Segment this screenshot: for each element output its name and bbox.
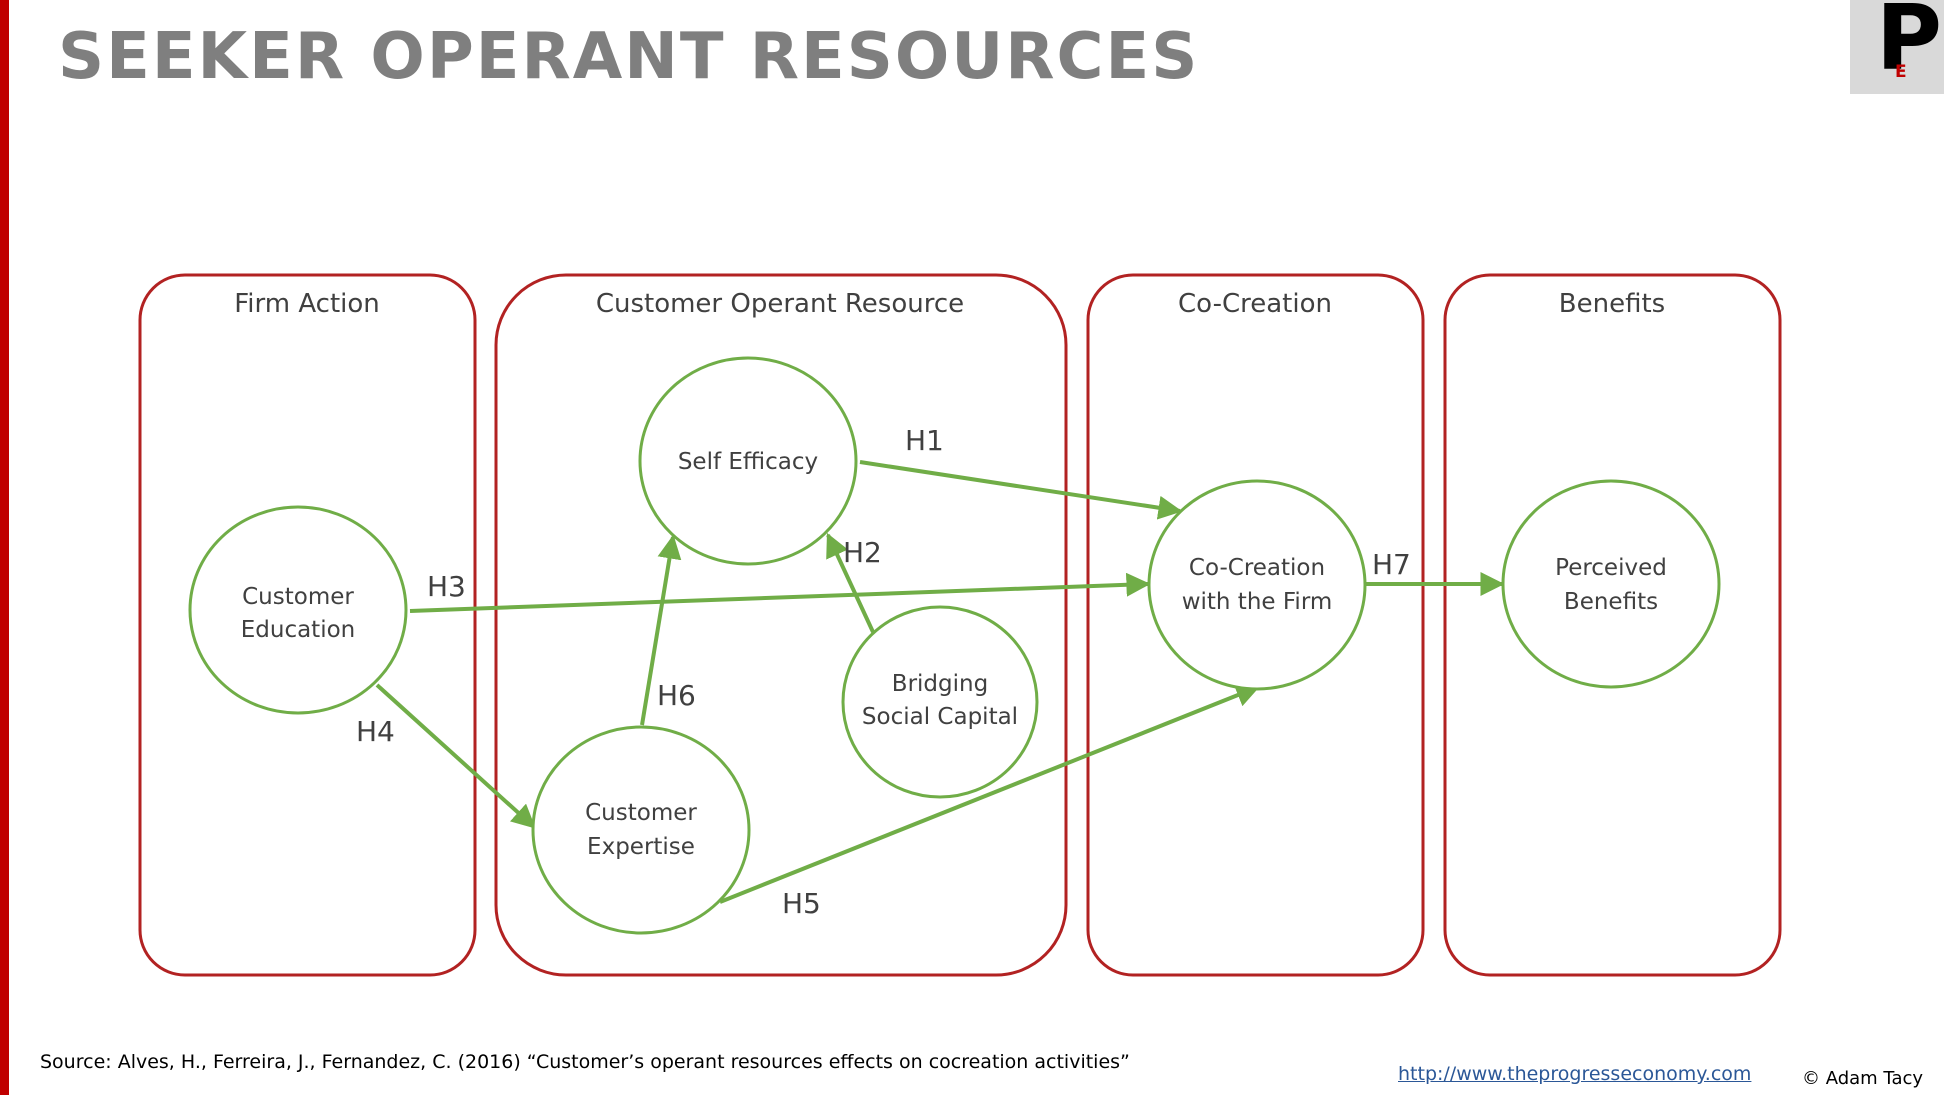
node-bridging-social-capital: Bridging Social Capital	[841, 605, 1039, 799]
group-title: Co-Creation	[1178, 289, 1332, 319]
node-label: Customer	[585, 800, 697, 826]
accent-bar	[0, 0, 9, 1095]
arrow-h4	[375, 683, 536, 829]
node-label: Bridging	[892, 671, 988, 697]
hypothesis-label-h7: H7	[1372, 548, 1411, 581]
hypothesis-label-h4: H4	[356, 715, 395, 748]
copyright-notice: © Adam Tacy	[1802, 1068, 1924, 1089]
node-label: Customer	[242, 584, 354, 610]
source-citation: Source: Alves, H., Ferreira, J., Fernand…	[40, 1051, 1130, 1073]
arrows	[375, 460, 1505, 904]
logo[interactable]: P E	[1850, 0, 1944, 94]
node-label: Self Efficacy	[678, 449, 818, 475]
website-link[interactable]: http://www.theprogresseconomy.com	[1398, 1063, 1752, 1085]
node-label: Co-Creation	[1189, 555, 1325, 581]
node-customer-expertise: Customer Expertise	[531, 725, 751, 935]
logo-letter: P	[1876, 0, 1942, 91]
node-perceived-benefits: Perceived Benefits	[1501, 479, 1721, 689]
hypothesis-label-h5: H5	[782, 887, 821, 920]
group-frame	[1443, 273, 1782, 977]
hypothesis-label-h2: H2	[843, 536, 882, 569]
group-frame	[138, 273, 477, 977]
page-title: SEEKER OPERANT RESOURCES	[58, 20, 1200, 94]
node-label: Education	[241, 617, 356, 643]
logo-subletter: E	[1895, 62, 1907, 82]
node-self-efficacy: Self Efficacy	[638, 356, 858, 566]
node-customer-education: Customer Education	[188, 505, 408, 715]
node-co-creation-with-the-firm: Co-Creation with the Firm	[1147, 479, 1367, 691]
arrow-h2	[826, 532, 875, 633]
node-label: Perceived	[1555, 555, 1667, 581]
arrow-h1	[859, 460, 1183, 520]
node-label: Benefits	[1564, 589, 1658, 615]
node-circle	[841, 605, 1039, 799]
node-circle	[1147, 479, 1367, 691]
arrow-h5	[719, 683, 1261, 904]
node-circle	[1501, 479, 1721, 689]
hypothesis-labels: H1 H2 H3 H4 H5 H6 H7	[356, 424, 1411, 920]
group-benefits: Benefits	[1443, 273, 1782, 977]
group-title: Customer Operant Resource	[596, 289, 964, 319]
hypothesis-label-h6: H6	[657, 679, 696, 712]
node-label: with the Firm	[1182, 589, 1333, 615]
group-frame	[1086, 273, 1425, 977]
node-circle	[188, 505, 408, 715]
group-customer-operant-resource: Customer Operant Resource	[494, 273, 1068, 977]
group-frame	[494, 273, 1068, 977]
node-circle	[638, 356, 858, 566]
group-title: Firm Action	[234, 289, 380, 319]
node-label: Expertise	[587, 834, 695, 860]
arrow-h3	[409, 572, 1151, 613]
node-label: Social Capital	[862, 704, 1018, 730]
arrow-h6	[640, 534, 682, 726]
node-circle	[531, 725, 751, 935]
group-title: Benefits	[1559, 289, 1665, 319]
hypothesis-label-h3: H3	[427, 570, 466, 603]
hypothesis-label-h1: H1	[905, 424, 944, 457]
group-co-creation: Co-Creation	[1086, 273, 1425, 977]
group-firm-action: Firm Action	[138, 273, 477, 977]
